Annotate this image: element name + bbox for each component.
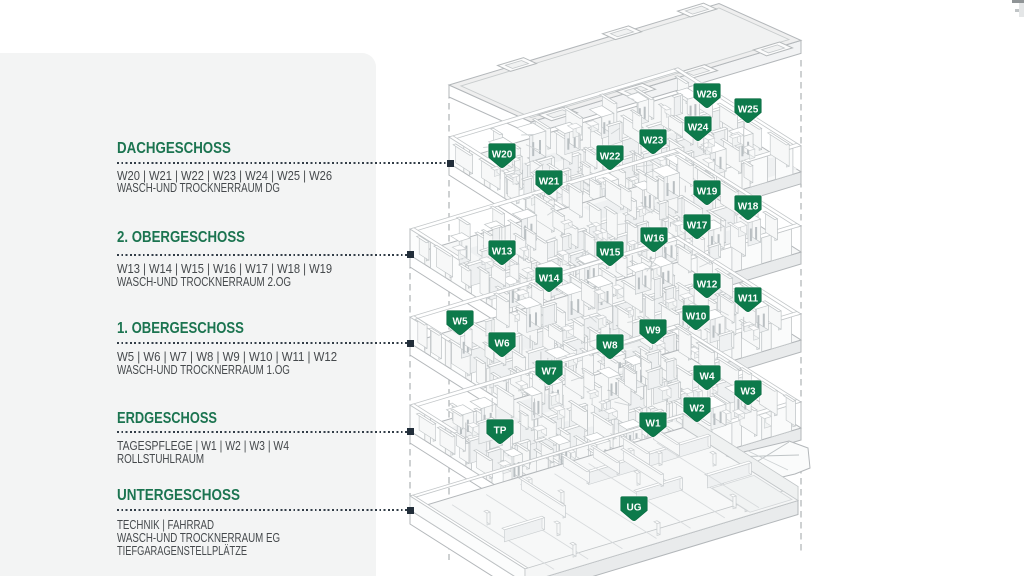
svg-text:W22: W22: [600, 152, 621, 163]
svg-text:UG: UG: [627, 503, 642, 514]
svg-text:W7: W7: [542, 367, 557, 378]
svg-text:W5: W5: [453, 317, 468, 328]
svg-text:W18: W18: [738, 202, 759, 213]
svg-text:W10: W10: [686, 312, 707, 323]
svg-text:W2: W2: [690, 404, 705, 415]
svg-text:W6: W6: [495, 339, 510, 350]
svg-text:W17: W17: [687, 221, 708, 232]
svg-text:W12: W12: [697, 280, 718, 291]
svg-text:W4: W4: [700, 372, 715, 383]
svg-text:W19: W19: [697, 187, 718, 198]
svg-text:W16: W16: [644, 234, 665, 245]
svg-text:W15: W15: [600, 248, 621, 259]
svg-text:W14: W14: [539, 274, 560, 285]
svg-text:W23: W23: [643, 136, 664, 147]
svg-text:W20: W20: [492, 150, 513, 161]
svg-text:W8: W8: [603, 341, 618, 352]
svg-text:W9: W9: [646, 326, 661, 337]
svg-text:W11: W11: [738, 294, 758, 305]
svg-text:W3: W3: [741, 387, 756, 398]
svg-text:W1: W1: [646, 419, 661, 430]
svg-text:W24: W24: [688, 123, 709, 134]
svg-text:TP: TP: [494, 426, 507, 437]
svg-text:W13: W13: [492, 247, 513, 258]
svg-text:W26: W26: [697, 90, 718, 101]
svg-text:W21: W21: [539, 177, 560, 188]
svg-text:W25: W25: [738, 105, 759, 116]
